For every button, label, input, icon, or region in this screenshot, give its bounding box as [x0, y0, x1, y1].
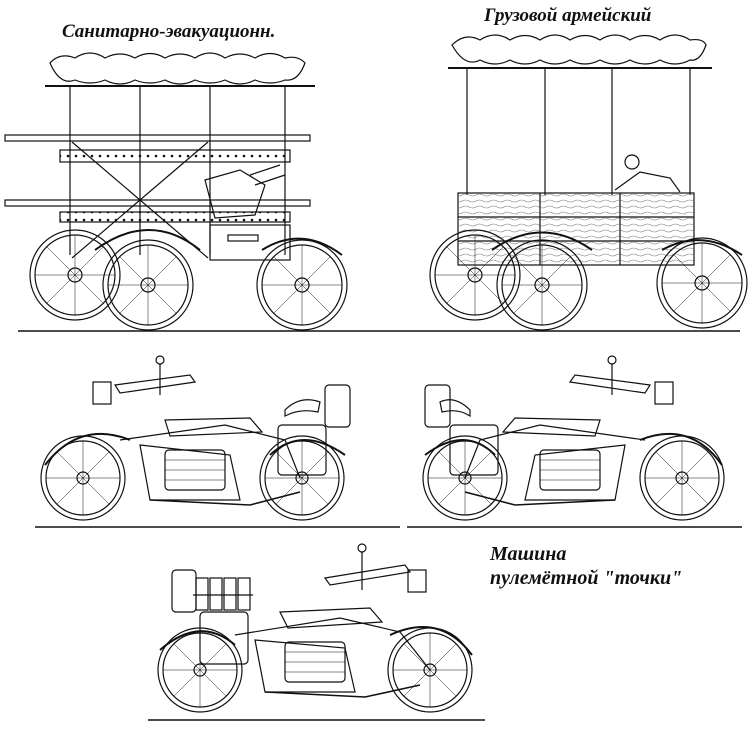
- medical-sidecar-drawing: [4, 52, 740, 332]
- caption-machine-gun-line2: пулемётной "точки": [490, 567, 683, 589]
- machine-gun: [323, 564, 412, 586]
- mg-motorcycle-drawing: [148, 543, 485, 721]
- motorcycle-right-drawing: [407, 355, 742, 528]
- stretcher-lower: [4, 199, 311, 207]
- fuel-tank: [164, 417, 264, 437]
- mg-sight: [357, 543, 367, 553]
- rear-box: [324, 384, 351, 428]
- mg-saddlebag: [199, 611, 249, 665]
- canopy-roll: [49, 52, 306, 85]
- caption-medical-evacuation: Санитарно-эвакуационн.: [62, 21, 276, 42]
- motorcycle-left-drawing: [35, 355, 400, 528]
- saddlebag: [277, 424, 327, 476]
- cargo-canopy-roll: [451, 34, 707, 65]
- seat: [284, 399, 321, 417]
- ammo-boxes: [193, 577, 253, 611]
- stretcher-upper: [4, 134, 311, 142]
- caption-machine-gun-line1: Машина: [490, 543, 567, 565]
- caption-army-cargo: Грузовой армейский: [484, 5, 652, 26]
- mirror: [155, 355, 165, 365]
- cargo-sidecar-drawing: [429, 34, 748, 331]
- headlamp: [92, 381, 112, 405]
